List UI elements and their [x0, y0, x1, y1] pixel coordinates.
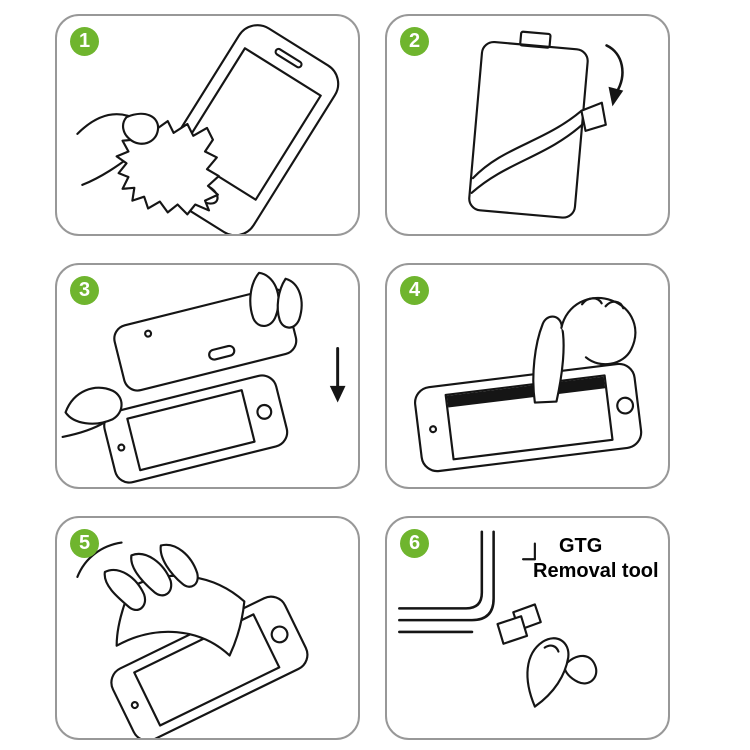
leader-tick [522, 542, 536, 561]
step-1-illustration [76, 24, 340, 234]
step-panel-3: 3 [55, 263, 360, 489]
step-4-illustration [414, 296, 643, 473]
hand-with-cloth [76, 112, 220, 216]
step-number-badge: 5 [70, 529, 99, 558]
smoothing-fingers [76, 541, 199, 612]
fist [560, 296, 637, 366]
thumb [121, 112, 159, 145]
film-sheet [115, 574, 246, 657]
phone-outline [414, 362, 643, 473]
removal-tool-label-line2: Removal tool [533, 560, 659, 582]
index-finger [563, 654, 598, 685]
step-2-illustration [468, 30, 624, 219]
removal-tool-label: GTG Removal tool [533, 534, 659, 584]
step-number-badge: 1 [70, 27, 99, 56]
index-finger [532, 315, 565, 404]
step-number-badge: 2 [400, 27, 429, 56]
step-number-badge: 3 [70, 276, 99, 305]
curved-arrow-icon [605, 44, 624, 107]
glass-corner-edge [398, 530, 495, 634]
thumb [526, 637, 570, 708]
peel-tab [580, 101, 607, 132]
step-panel-4: 4 [385, 263, 670, 489]
down-arrow-icon [329, 347, 346, 403]
step-number-badge: 6 [400, 529, 429, 558]
step-panel-1: 1 [55, 14, 360, 236]
step-6-illustration [398, 530, 598, 708]
phone-outline [103, 374, 289, 484]
pinching-hand [526, 637, 598, 708]
protector-film-sheet [468, 30, 607, 219]
step-3-illustration [61, 271, 346, 484]
thumb [64, 386, 123, 425]
holding-fingers [249, 271, 303, 329]
pressing-hand [532, 296, 637, 404]
step-number-badge: 4 [400, 276, 429, 305]
removal-tool [496, 603, 542, 645]
removal-tool-label-line1: GTG [559, 535, 603, 557]
step-panel-5: 5 [55, 516, 360, 740]
step-5-illustration [76, 541, 309, 738]
step-panel-2: 2 [385, 14, 670, 236]
step-panel-6: 6 GTG Removal tool [385, 516, 670, 740]
